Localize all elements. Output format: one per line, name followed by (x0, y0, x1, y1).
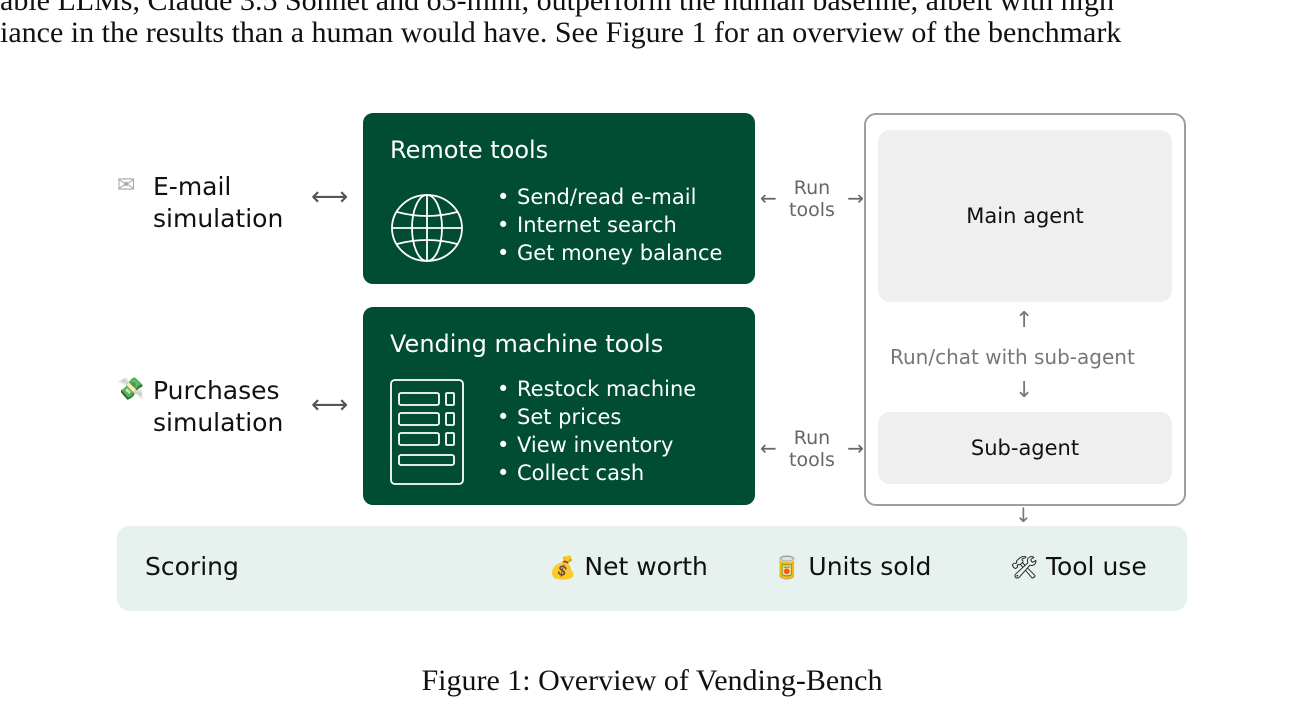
run-tools-connector-top: ← Run tools → (760, 177, 864, 221)
list-item: Set prices (495, 403, 696, 431)
list-item: Get money balance (495, 239, 722, 267)
paper-text-line-1: able LLMs, Claude 3.5 Sonnet and o3-mini… (0, 0, 1114, 17)
list-item: View inventory (495, 431, 696, 459)
figure-caption: Figure 1: Overview of Vending-Bench (421, 664, 883, 697)
run-tools-label-line-1: Run (793, 427, 831, 449)
sub-agent-link-label: Run/chat with sub-agent (890, 345, 1135, 369)
sub-agent-label: Sub-agent (970, 436, 1080, 460)
list-item: Send/read e-mail (495, 183, 722, 211)
main-agent-label: Main agent (966, 204, 1084, 228)
run-tools-label-line-1: Run (793, 177, 831, 199)
agent-frame (864, 113, 1186, 506)
arrow-right-icon: → (847, 186, 864, 210)
arrow-left-icon: ← (760, 436, 777, 460)
arrow-down-icon: ↓ (1015, 503, 1032, 527)
arrow-left-icon: ← (760, 186, 777, 210)
remote-tools-list: Send/read e-mail Internet search Get mon… (495, 183, 722, 267)
can-icon: 🥫 (773, 556, 801, 581)
email-simulation: ✉ E-mail simulation (117, 171, 283, 235)
vending-machine-tools-title: Vending machine tools (390, 330, 664, 358)
main-agent-box: Main agent (878, 130, 1172, 302)
globe-icon (391, 194, 463, 262)
money-wings-icon: 💸 (117, 377, 145, 402)
scoring-label: Scoring (145, 552, 239, 581)
tool-use-metric: 🛠 Tool use (1010, 550, 1147, 586)
remote-tools-box: Remote tools Send/read e-mail Internet s… (363, 113, 755, 284)
money-bag-icon: 💰 (549, 556, 577, 581)
arrow-right-icon: → (847, 436, 864, 460)
paper-text-line-2: iance in the results than a human would … (0, 16, 1122, 49)
units-sold-label: Units sold (808, 552, 932, 581)
arrow-down-icon: ↓ (1015, 378, 1034, 403)
envelope-icon: ✉ (117, 173, 136, 198)
list-item: Collect cash (495, 459, 696, 487)
net-worth-label: Net worth (584, 552, 708, 581)
net-worth-metric: 💰 Net worth (549, 550, 708, 586)
run-tools-label-line-2: tools (789, 449, 835, 471)
vending-machine-tools-box: Vending machine tools Restock machine Se… (363, 307, 755, 505)
purchases-simulation: 💸 Purchases simulation (117, 375, 283, 439)
list-item: Restock machine (495, 375, 696, 403)
run-tools-label-line-2: tools (789, 199, 835, 221)
sub-agent-box: Sub-agent (878, 412, 1172, 484)
email-simulation-label-line-1: E-mail (153, 172, 232, 201)
email-simulation-label-line-2: simulation (153, 204, 284, 233)
scoring-bar: Scoring 💰 Net worth 🥫 Units sold 🛠 Tool use (117, 526, 1187, 611)
units-sold-metric: 🥫 Units sold (773, 550, 931, 586)
tools-icon: 🛠 (1010, 556, 1038, 581)
run-tools-connector-bottom: ← Run tools → (760, 427, 864, 471)
tool-use-label: Tool use (1045, 552, 1147, 581)
purchases-simulation-label-line-2: simulation (153, 408, 284, 437)
purchases-simulation-label-line-1: Purchases (153, 376, 280, 405)
vending-machine-icon (390, 379, 464, 485)
double-arrow-icon: ⟷ (311, 182, 349, 212)
vending-machine-tools-list: Restock machine Set prices View inventor… (495, 375, 696, 487)
arrow-up-icon: ↑ (1015, 308, 1034, 333)
remote-tools-title: Remote tools (390, 136, 549, 164)
list-item: Internet search (495, 211, 722, 239)
double-arrow-icon: ⟷ (311, 390, 349, 420)
